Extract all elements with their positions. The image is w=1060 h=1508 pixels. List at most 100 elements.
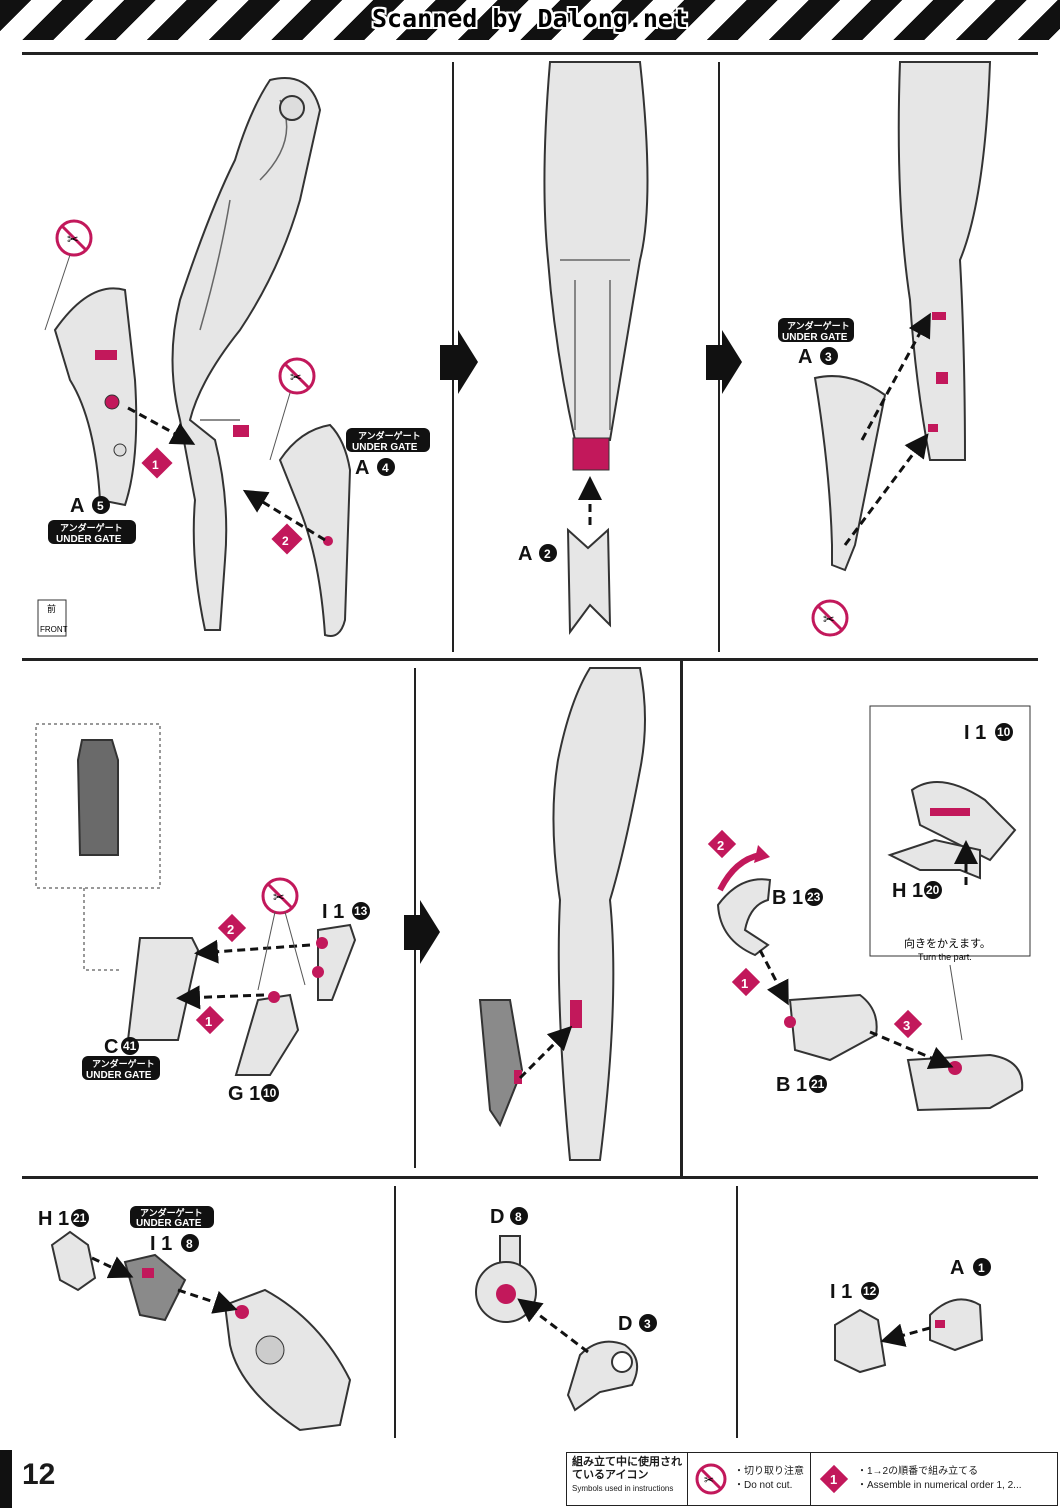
legend-numbered-order: 1 ・1→2の順番で組み立てる ・Assemble in numerical o… xyxy=(811,1453,1028,1505)
do-not-cut-icon: ✂ xyxy=(257,877,306,991)
under-gate-jp: アンダーゲート xyxy=(60,522,123,533)
svg-text:3: 3 xyxy=(644,1317,651,1331)
svg-text:2: 2 xyxy=(717,838,724,853)
svg-text:10: 10 xyxy=(263,1086,277,1100)
part-foot xyxy=(906,1053,1024,1112)
svg-text:✂: ✂ xyxy=(273,889,285,905)
under-gate-jp: アンダーゲート xyxy=(140,1207,203,1218)
step5-diagram xyxy=(478,667,646,1161)
do-not-cut-en: ・Do not cut. xyxy=(734,1480,793,1491)
under-gate-en: UNDER GATE xyxy=(56,534,122,545)
page-number: 12 xyxy=(22,1458,56,1491)
do-not-cut-icon: ✂ xyxy=(695,1463,727,1495)
top-rule xyxy=(22,52,1038,55)
label-a5: A xyxy=(70,495,84,517)
svg-text:2: 2 xyxy=(544,547,551,561)
leg-part xyxy=(543,61,649,441)
step-number-1: 1 xyxy=(195,1005,225,1035)
under-gate-en: UNDER GATE xyxy=(352,442,418,453)
svg-text:13: 13 xyxy=(354,904,368,918)
part-i1-8 xyxy=(123,1253,187,1322)
svg-text:2: 2 xyxy=(282,534,289,548)
symbol-legend: 組み立て中に使用されているアイコン Symbols used in instru… xyxy=(566,1452,1058,1506)
leg-part xyxy=(171,77,322,631)
order-jp: ・1→2の順番で組み立てる xyxy=(857,1466,979,1477)
legend-title-jp: 組み立て中に使用されているアイコン xyxy=(572,1456,682,1481)
part-a1 xyxy=(929,1298,984,1352)
part-shin-armor xyxy=(478,999,524,1128)
flow-arrow xyxy=(404,900,440,964)
svg-text:2: 2 xyxy=(227,922,234,937)
scan-credit: Scanned by Dalong.net xyxy=(371,4,689,33)
turn-part-en: Turn the part. xyxy=(918,952,972,962)
under-gate-jp: アンダーゲート xyxy=(787,320,850,331)
leg-part xyxy=(552,667,646,1161)
svg-text:✂: ✂ xyxy=(290,369,302,385)
step-number-1: 1 xyxy=(141,447,173,479)
svg-text:20: 20 xyxy=(926,883,940,897)
svg-text:5: 5 xyxy=(97,499,104,513)
legend-title-en: Symbols used in instructions xyxy=(572,1484,674,1493)
label-c: C xyxy=(104,1036,118,1058)
svg-text:12: 12 xyxy=(863,1284,877,1298)
part-a3 xyxy=(813,375,887,572)
step-number-1: 1 xyxy=(731,967,761,997)
under-gate-jp: アンダーゲート xyxy=(358,430,421,441)
svg-text:3: 3 xyxy=(903,1018,910,1033)
step8-diagram: D 8 D 3 xyxy=(475,1206,657,1412)
part-i1-13 xyxy=(317,923,357,1001)
label-i1: I 1 xyxy=(964,722,986,744)
under-gate-en: UNDER GATE xyxy=(86,1070,152,1081)
svg-text:✂: ✂ xyxy=(704,1473,714,1487)
step1-diagram: ✂ ✂ 1 2 A 5 アンダーゲート UNDER GATE アンダーゲート U… xyxy=(37,77,430,637)
label-a1: A xyxy=(950,1257,964,1279)
svg-text:10: 10 xyxy=(997,725,1011,739)
step4-diagram: ✂ 2 1 I 1 13 C 41 アンダーゲート UNDER GATE G 1… xyxy=(35,723,370,1105)
svg-text:1: 1 xyxy=(152,458,159,472)
part-a5 xyxy=(53,287,138,507)
row2-bottom-rule xyxy=(22,1176,1038,1179)
turn-part-jp: 向きをかえます。 xyxy=(904,936,991,950)
flow-arrow xyxy=(440,330,478,394)
svg-text:3: 3 xyxy=(825,350,832,364)
step-order-icon: 1 xyxy=(819,1464,849,1494)
label-a3: A xyxy=(798,346,812,368)
legend-do-not-cut: ✂ ・切り取り注意 ・Do not cut. xyxy=(688,1453,811,1505)
part-d3 xyxy=(566,1340,639,1412)
part-a2 xyxy=(566,527,612,635)
order-en: ・Assemble in numerical order 1, 2... xyxy=(857,1480,1022,1491)
step-number-2: 2 xyxy=(271,523,303,555)
under-gate-en: UNDER GATE xyxy=(782,332,848,343)
svg-text:23: 23 xyxy=(807,890,821,904)
row3-divider-a xyxy=(394,1186,396,1438)
part-i1-12 xyxy=(834,1308,887,1374)
label-i1: I 1 xyxy=(322,901,344,923)
step3-diagram: アンダーゲート UNDER GATE A 3 ✂ xyxy=(778,61,992,637)
do-not-cut-icon: ✂ xyxy=(269,357,316,461)
label-g1: G 1 xyxy=(228,1083,260,1105)
part-b1-21 xyxy=(788,993,878,1062)
part-forearm xyxy=(223,1288,352,1432)
step9-diagram: A 1 I 1 12 xyxy=(830,1257,991,1374)
svg-text:✂: ✂ xyxy=(823,611,835,627)
row2-divider-b xyxy=(680,658,683,1178)
under-gate-jp: アンダーゲート xyxy=(92,1058,155,1069)
part-h1-21 xyxy=(50,1230,97,1292)
symbol-legend-title: 組み立て中に使用されているアイコン Symbols used in instru… xyxy=(567,1453,688,1505)
svg-text:✂: ✂ xyxy=(67,231,79,247)
front-en: FRONT xyxy=(40,625,68,634)
step7-diagram: H 1 21 アンダーゲート UNDER GATE I 1 8 xyxy=(38,1206,352,1432)
label-d8: D xyxy=(490,1206,504,1228)
label-h1: H 1 xyxy=(892,880,923,902)
label-d3: D xyxy=(618,1313,632,1335)
hazard-stripe-header xyxy=(0,0,1060,40)
svg-text:1: 1 xyxy=(741,976,748,991)
label-a2: A xyxy=(518,543,532,565)
svg-text:8: 8 xyxy=(515,1210,522,1224)
page-number-bar xyxy=(0,1450,12,1508)
front-jp: 前 xyxy=(47,603,56,614)
leg-part xyxy=(897,61,992,461)
svg-text:1: 1 xyxy=(205,1014,212,1029)
part-b1-23 xyxy=(716,878,772,957)
label-b1: B 1 xyxy=(776,1074,807,1096)
